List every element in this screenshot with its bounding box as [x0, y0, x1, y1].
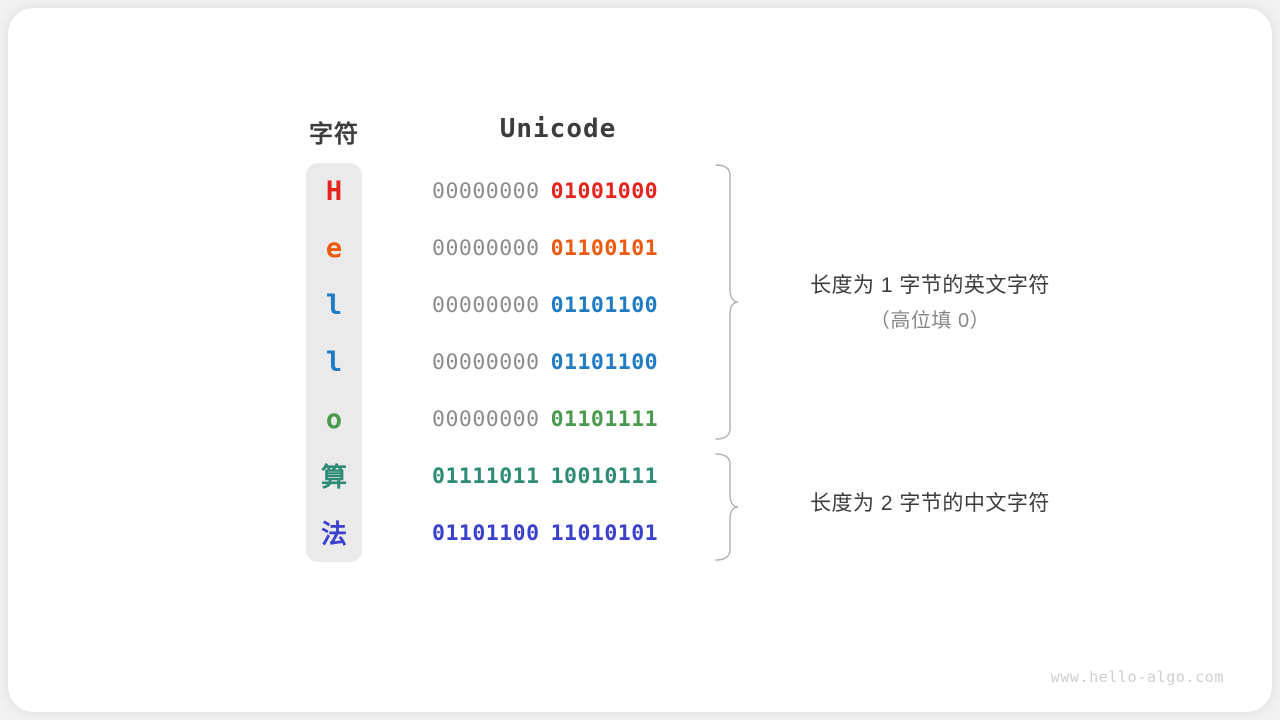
binary-row: 01101100 11010101 [432, 505, 684, 562]
binary-row: 00000000 01100101 [432, 220, 684, 277]
character-cell: l [325, 290, 343, 321]
binary-row: 00000000 01101111 [432, 391, 684, 448]
low-byte: 01001000 [550, 179, 659, 204]
high-byte: 00000000 [432, 179, 540, 204]
watermark-url: www.hello-algo.com [1050, 668, 1224, 686]
binary-row: 00000000 01101100 [432, 334, 684, 391]
binary-row: 01111011 10010111 [432, 448, 684, 505]
low-byte: 10010111 [550, 464, 659, 489]
high-byte: 00000000 [432, 407, 540, 432]
annotation-main-text: 长度为 2 字节的中文字符 [810, 492, 1050, 515]
high-byte: 01101100 [432, 521, 540, 546]
low-byte: 01100101 [550, 236, 659, 261]
character-cell: o [325, 404, 343, 435]
figure-card [8, 8, 1272, 712]
character-cell: 法 [320, 518, 347, 549]
character-cell: H [325, 176, 343, 207]
column-header-character: 字符 [309, 121, 359, 148]
high-byte: 00000000 [432, 236, 540, 261]
high-byte: 01111011 [432, 464, 540, 489]
annotation-text: 长度为 2 字节的中文字符 [770, 486, 1090, 522]
low-byte: 01101100 [550, 293, 659, 318]
low-byte: 01101100 [550, 350, 659, 375]
binary-row: 00000000 01101100 [432, 277, 684, 334]
low-byte: 11010101 [550, 521, 659, 546]
character-cell: l [325, 347, 343, 378]
high-byte: 00000000 [432, 350, 540, 375]
column-header-unicode: Unicode [499, 114, 617, 144]
character-cell: e [325, 233, 343, 264]
annotation-sub-text: （高位填 0） [869, 309, 991, 332]
annotation-main-text: 长度为 1 字节的英文字符 [810, 274, 1050, 297]
low-byte: 01101111 [550, 407, 659, 432]
binary-row: 00000000 01001000 [432, 163, 684, 220]
group-brace [715, 453, 739, 561]
group-brace [715, 164, 739, 440]
annotation-text: 长度为 1 字节的英文字符 （高位填 0） [770, 268, 1090, 338]
high-byte: 00000000 [432, 293, 540, 318]
character-cell: 算 [320, 461, 347, 492]
